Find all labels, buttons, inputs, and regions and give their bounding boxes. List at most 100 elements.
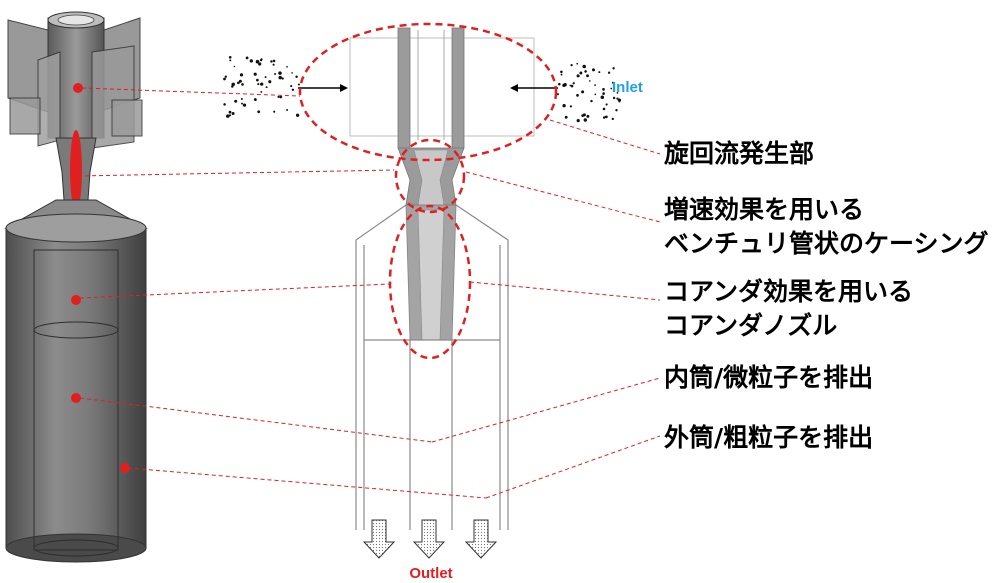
vane-lower-right [111,99,143,137]
inlet-right-particle [610,87,613,90]
cross-section [298,27,558,559]
inlet-left-particle [242,103,247,107]
inlet-right-particle [588,80,591,82]
leader-coanda-model [79,283,391,299]
leader-outer-model [127,467,487,499]
inlet-right-particle [572,82,575,85]
inlet-right-particle [615,108,618,112]
casing-outline-right [455,204,509,530]
inlet-left-particle [223,103,226,106]
inlet-left-particle [295,113,300,117]
leader-inner-model [79,397,433,443]
inlet-right-particle [612,67,615,70]
casing-outline-left [355,204,407,530]
callout-coanda-nozzle-line-2: コアンダノズル [664,311,837,340]
inlet-right-particle [576,118,580,123]
inlet-left-particle [291,88,295,92]
top-tube-hole [57,14,95,26]
inlet-left-particle [273,110,276,113]
coanda-nozzle-core [417,209,445,341]
callout-swirl-generator-line-1: 旋回流発生部 [664,139,814,168]
inlet-right-particle [616,97,619,100]
inlet-left-particle [295,75,298,79]
inlet-right-particle [582,64,586,69]
inlet-left-particle [278,75,282,80]
inlet-right-particle [607,71,611,74]
inlet-left-particle [290,85,293,88]
inlet-right-particle [586,74,589,78]
leader-inner-right [431,377,661,443]
inlet-arrow-left-head [340,84,348,92]
inlet-left-particle [281,77,284,80]
center-tube-wall-left [397,27,411,149]
inlet-left-particle [224,75,227,78]
callout-swirl-generator: 旋回流発生部 [664,139,814,168]
callout-inner-tube: 内筒/微粒子を排出 [664,363,873,392]
callout-venturi-casing-line-2: ベンチュリ管状のケーシング [664,229,989,258]
leader-swirl-model [81,87,301,97]
inlet-right-particle [618,100,621,103]
inlet-left-particle [253,72,257,76]
inlet-left-particle [260,90,263,93]
inlet-left-particle [260,82,264,86]
inlet-right-particle [583,118,587,122]
inlet-left-particle [286,109,289,111]
inlet-left-particle [228,55,232,59]
inlet-right-particle [570,84,574,88]
inlet-right-particle [590,99,593,103]
inlet-left-particle [256,78,259,82]
callout-coanda-nozzle-line-1: コアンダ効果を用いる [664,277,913,306]
inlet-left-particle [297,83,300,86]
marker-inner [71,393,81,403]
vane-blade-front [37,51,61,147]
vane-lower-left [9,97,41,135]
inlet-right-particle [586,114,590,118]
inlet-left-particle [231,85,234,88]
inlet-right-particle [598,71,601,74]
leader-venturi-model [77,169,395,177]
leader-venturi-right [465,171,661,223]
inlet-right-particle [560,70,563,74]
inlet-left-particle [258,62,262,66]
marker-coanda [71,295,81,305]
inlet-left-particle [229,59,232,62]
model-3d [4,11,148,563]
inlet-right-particle [563,82,567,87]
inlet-right-particle [602,116,606,119]
inlet-left-particle [277,95,280,98]
callout-inner-tube-line-1: 内筒/微粒子を排出 [664,363,873,392]
inlet-right-particle [602,88,605,91]
inlet-left-particle [259,58,263,62]
callout-venturi-casing-line-1: 増速効果を用いる [664,195,864,224]
inlet-left-particle [228,110,232,114]
inlet-left-particle [237,81,240,85]
inlet-left-particle [229,114,232,117]
inlet-left-particle [234,99,238,103]
inlet-left-particle [264,76,267,79]
inlet-left-particle [239,73,244,77]
inlet-right-particle [602,92,605,95]
inlet-right-particle [558,82,561,86]
ellipse-swirl-generator [298,22,558,162]
inlet-left-particle [233,65,236,68]
inner-cylinder-bottom [33,539,119,557]
marker-swirl [73,83,83,93]
center-tube-wall-right [451,27,465,149]
inlet-right-particle [594,93,597,96]
marker-outer [120,463,130,473]
inlet-right-particle [605,115,608,119]
inlet-left-particle [286,65,288,68]
inlet-right-particle [581,114,585,117]
coanda-highlight [70,130,82,210]
inlet-left-particle [226,114,230,118]
inlet-right-particle [569,105,573,108]
inlet-right-particle [579,71,583,75]
swirl-chamber [349,37,535,137]
inlet-right-particle [611,81,614,84]
inlet-left-particle [270,60,273,63]
outlet-arrow-center [412,519,446,559]
outlet-arrow-right [464,519,498,559]
inlet-right-particle [611,117,614,121]
inlet-right-particle [591,68,596,72]
inlet-left-particle [241,102,243,105]
